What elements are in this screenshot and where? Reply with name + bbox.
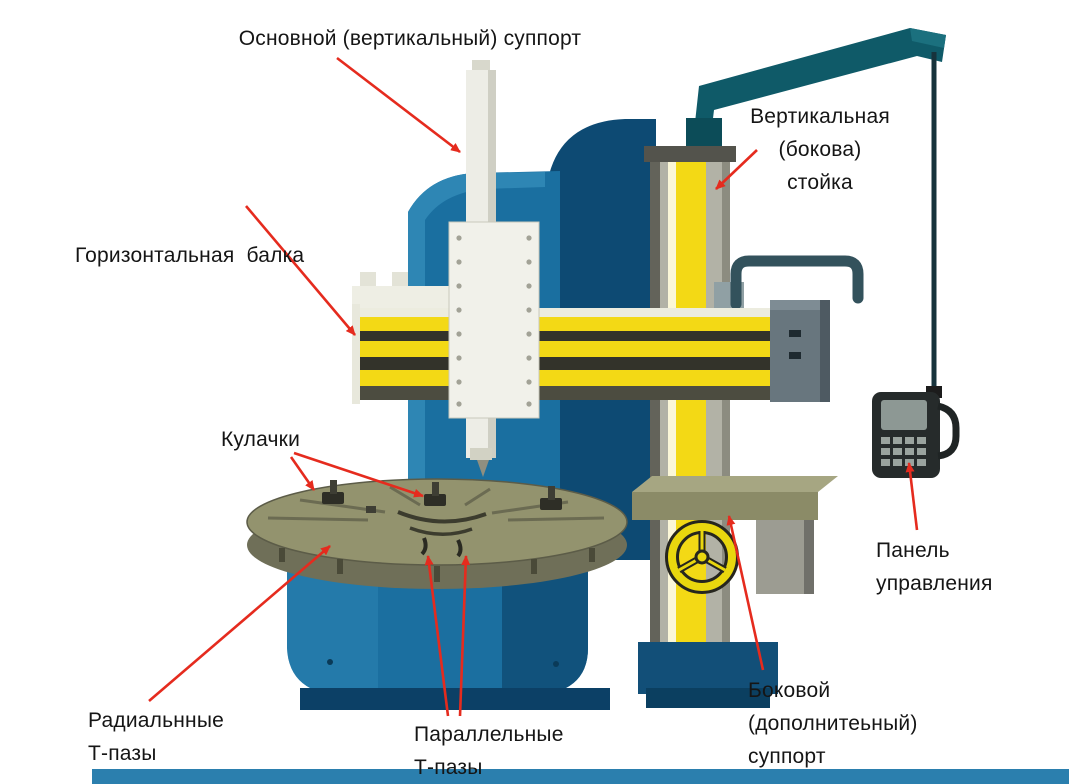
arrow-parallel-left <box>424 555 450 717</box>
chuck-scroll <box>397 510 487 536</box>
side-support <box>632 476 838 594</box>
ram-slide-plate <box>448 221 540 419</box>
label-main-support-text: Основной (вертикальный) суппорт <box>238 27 582 50</box>
arrow-side-support <box>726 515 765 671</box>
beam-end-block <box>770 300 830 402</box>
floor-line <box>92 769 1069 784</box>
label-jaws: Кулачки <box>221 428 301 451</box>
label-radial-tslots: Радиальнные Т-пазы <box>88 709 225 765</box>
handle-pipe <box>714 255 864 310</box>
arrow-vertical-column <box>715 149 758 190</box>
label-vertical-column: Вертикальная (бокова) стойка <box>750 105 890 194</box>
rotary-table <box>246 478 628 589</box>
rim-tslot-ends <box>279 548 595 582</box>
arrow-radial-tslots <box>148 545 331 702</box>
arrow-control-panel <box>905 462 919 531</box>
pendant-panel <box>872 386 960 478</box>
label-parallel-tslots: Параллельные Т-пазы <box>414 723 564 779</box>
parallel-tslots <box>420 537 463 558</box>
side-column-base <box>638 642 778 708</box>
callout-arrows <box>148 56 919 717</box>
arrow-parallel-right <box>458 555 471 717</box>
label-side-support: Боковой (дополнитеьный) суппорт <box>748 679 918 768</box>
arrow-main-support <box>336 56 461 154</box>
handwheel <box>665 520 739 594</box>
machine-base <box>287 556 610 710</box>
arrow-horizontal-beam <box>245 205 356 336</box>
arrow-jaws-center <box>293 451 424 498</box>
label-horizontal-beam: Горизонтальная балка <box>75 244 305 267</box>
label-control-panel: Панель управления <box>876 539 993 595</box>
pendant-screen <box>881 400 927 430</box>
arrow-jaws-left <box>289 456 316 491</box>
label-main-support: Основной (вертикальный) суппорт <box>170 22 650 55</box>
chuck-jaws <box>322 480 562 513</box>
vertical-ram <box>448 60 540 477</box>
